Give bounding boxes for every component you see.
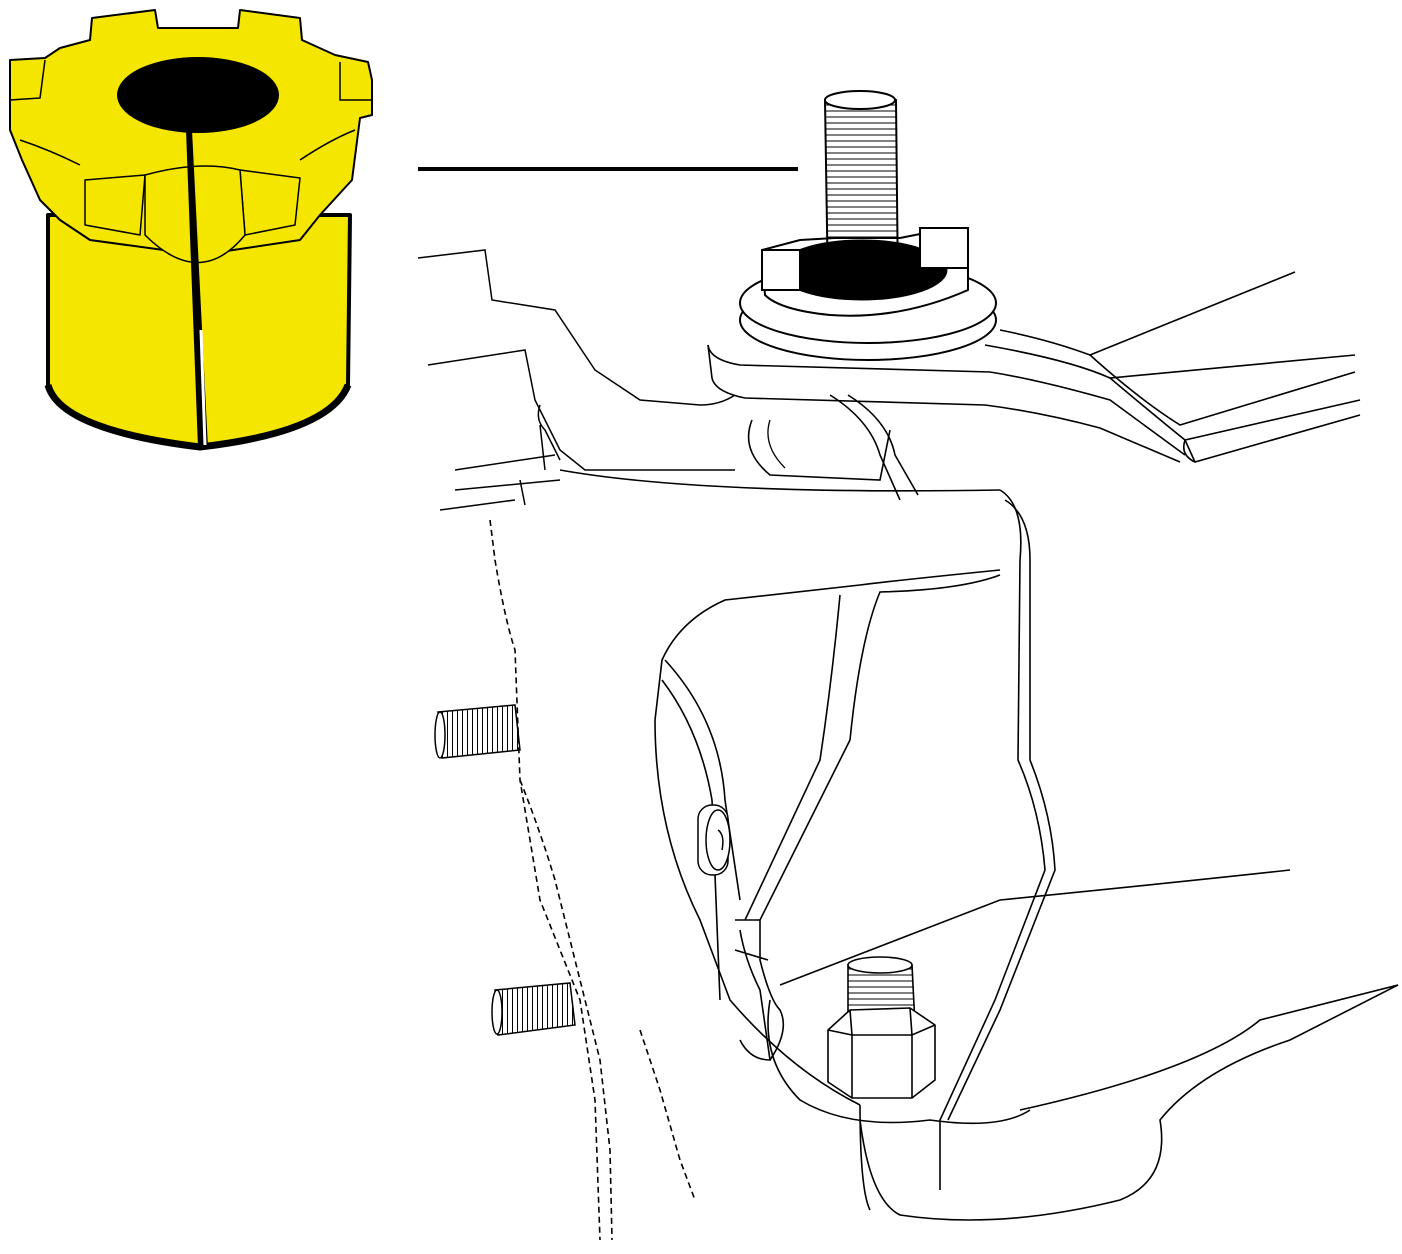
hex-nut xyxy=(827,1007,936,1099)
ball-joint-stud xyxy=(739,90,997,501)
bushing-bore xyxy=(117,57,279,133)
bushing-tab-line xyxy=(9,59,46,101)
stud-shaft xyxy=(823,93,900,296)
cam-tab-right xyxy=(919,227,969,269)
bushing-collar-line xyxy=(299,129,356,161)
ball-joint-boot xyxy=(747,419,891,481)
bushing-tab-front-left xyxy=(84,174,146,236)
bushing xyxy=(9,9,373,451)
bushing-slit-highlight xyxy=(199,329,207,446)
wheel-stud-lower xyxy=(491,982,576,1036)
steering-knuckle xyxy=(489,469,1399,1241)
wheel-stud-upper xyxy=(434,704,521,759)
bushing-tab-front-right xyxy=(239,169,301,236)
bushing-tab-line xyxy=(339,62,372,101)
bushing-collar-line xyxy=(19,139,81,166)
cam-tab-left xyxy=(761,249,801,291)
lower-nut xyxy=(827,956,936,1099)
wheel-studs xyxy=(434,704,576,1036)
upper-control-arm xyxy=(707,271,1361,463)
frame-bracket xyxy=(417,249,736,511)
knuckle-washer xyxy=(697,804,731,876)
